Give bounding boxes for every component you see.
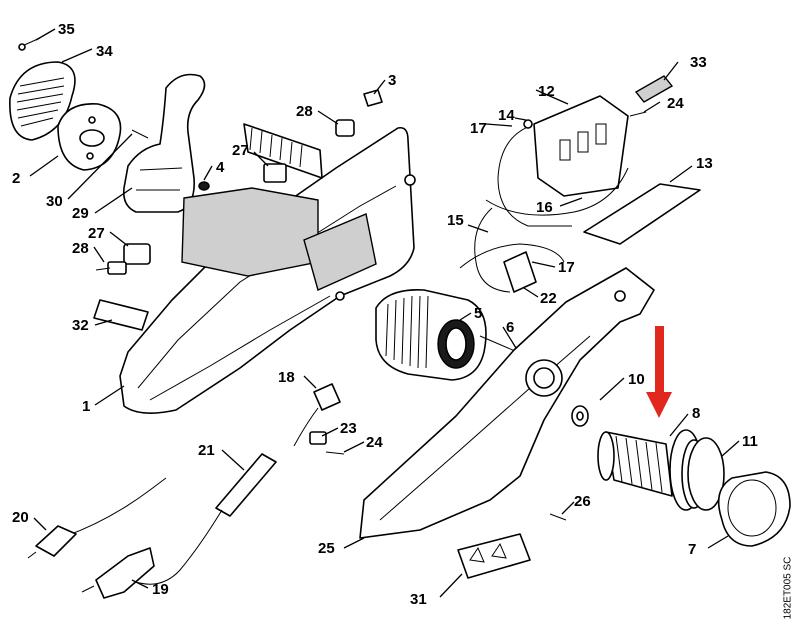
callout-27-top: 27 <box>232 142 249 159</box>
part-brush-holder <box>533 95 629 197</box>
callout-6: 6 <box>506 319 514 336</box>
part-plug-19 <box>81 547 155 599</box>
part-terminal-block-33 <box>634 75 674 103</box>
callout-13: 13 <box>696 155 713 172</box>
callout-3: 3 <box>388 72 396 89</box>
callout-30: 30 <box>46 193 63 210</box>
part-contact-28a <box>335 119 355 137</box>
callout-26: 26 <box>574 493 591 510</box>
callout-16: 16 <box>536 199 553 216</box>
callout-19: 19 <box>152 581 169 598</box>
callout-7: 7 <box>688 541 696 558</box>
callout-12: 12 <box>538 83 555 100</box>
part-label-32 <box>93 299 149 331</box>
callout-24-top: 24 <box>667 95 684 112</box>
part-fan-guard-7 <box>717 471 791 547</box>
callout-35: 35 <box>58 21 75 38</box>
callout-18: 18 <box>278 369 295 386</box>
part-side-cover <box>359 267 655 539</box>
part-warning-label-31 <box>457 533 531 579</box>
part-screw-26 <box>549 513 567 521</box>
document-code: 182ET005 SC <box>778 548 798 628</box>
part-capacitor-22 <box>503 251 537 293</box>
part-insulation-13 <box>583 183 701 245</box>
highlight-arrow <box>646 326 672 418</box>
callout-17-bottom: 17 <box>558 259 575 276</box>
part-pin-4 <box>198 181 210 191</box>
part-screw-24a <box>629 111 647 117</box>
callout-23: 23 <box>340 420 357 437</box>
callout-33: 33 <box>690 54 707 71</box>
callout-22: 22 <box>540 290 557 307</box>
callout-24-bottom: 24 <box>366 434 383 451</box>
part-wiring-harness <box>459 119 629 293</box>
part-cable-sleeve-21 <box>129 453 277 585</box>
callout-10: 10 <box>628 371 645 388</box>
callout-2: 2 <box>12 170 20 187</box>
callout-8: 8 <box>692 405 700 422</box>
part-bracket-plate <box>57 103 122 171</box>
callout-labels: 35 34 2 30 29 4 27 3 28 27 28 32 1 5 6 1… <box>12 21 758 608</box>
part-rear-handle <box>122 73 206 213</box>
callout-14: 14 <box>498 107 515 124</box>
callout-28-top: 28 <box>296 103 313 120</box>
part-screw-24b <box>325 451 345 455</box>
part-cap-3 <box>363 89 383 107</box>
part-terminal-27a <box>263 163 287 183</box>
callout-34: 34 <box>96 43 113 60</box>
callout-17-top: 17 <box>470 120 487 137</box>
callout-20: 20 <box>12 509 29 526</box>
part-field-coil <box>375 289 487 381</box>
part-switch-27b <box>95 243 151 275</box>
callout-27-left: 27 <box>88 225 105 242</box>
callout-21: 21 <box>198 442 215 459</box>
callout-leaders <box>29 28 740 598</box>
part-clamp-23 <box>309 431 327 445</box>
part-washer-10 <box>571 405 589 427</box>
callout-1: 1 <box>82 398 90 415</box>
document-code-text: 182ET005 SC <box>782 556 794 620</box>
callout-15: 15 <box>447 212 464 229</box>
part-fan-11 <box>687 437 725 511</box>
callout-4: 4 <box>216 159 225 176</box>
callout-5: 5 <box>474 305 482 322</box>
callout-32: 32 <box>72 317 89 334</box>
callout-29: 29 <box>72 205 89 222</box>
part-main-housing <box>119 123 416 414</box>
callout-11: 11 <box>742 433 758 450</box>
part-connector-18 <box>293 383 341 447</box>
part-vent-grille <box>9 61 76 141</box>
part-mains-cable-20 <box>27 477 167 559</box>
callout-25: 25 <box>318 540 335 557</box>
callout-31: 31 <box>410 591 427 608</box>
part-screw-30 <box>131 129 149 139</box>
callout-28-left: 28 <box>72 240 89 257</box>
